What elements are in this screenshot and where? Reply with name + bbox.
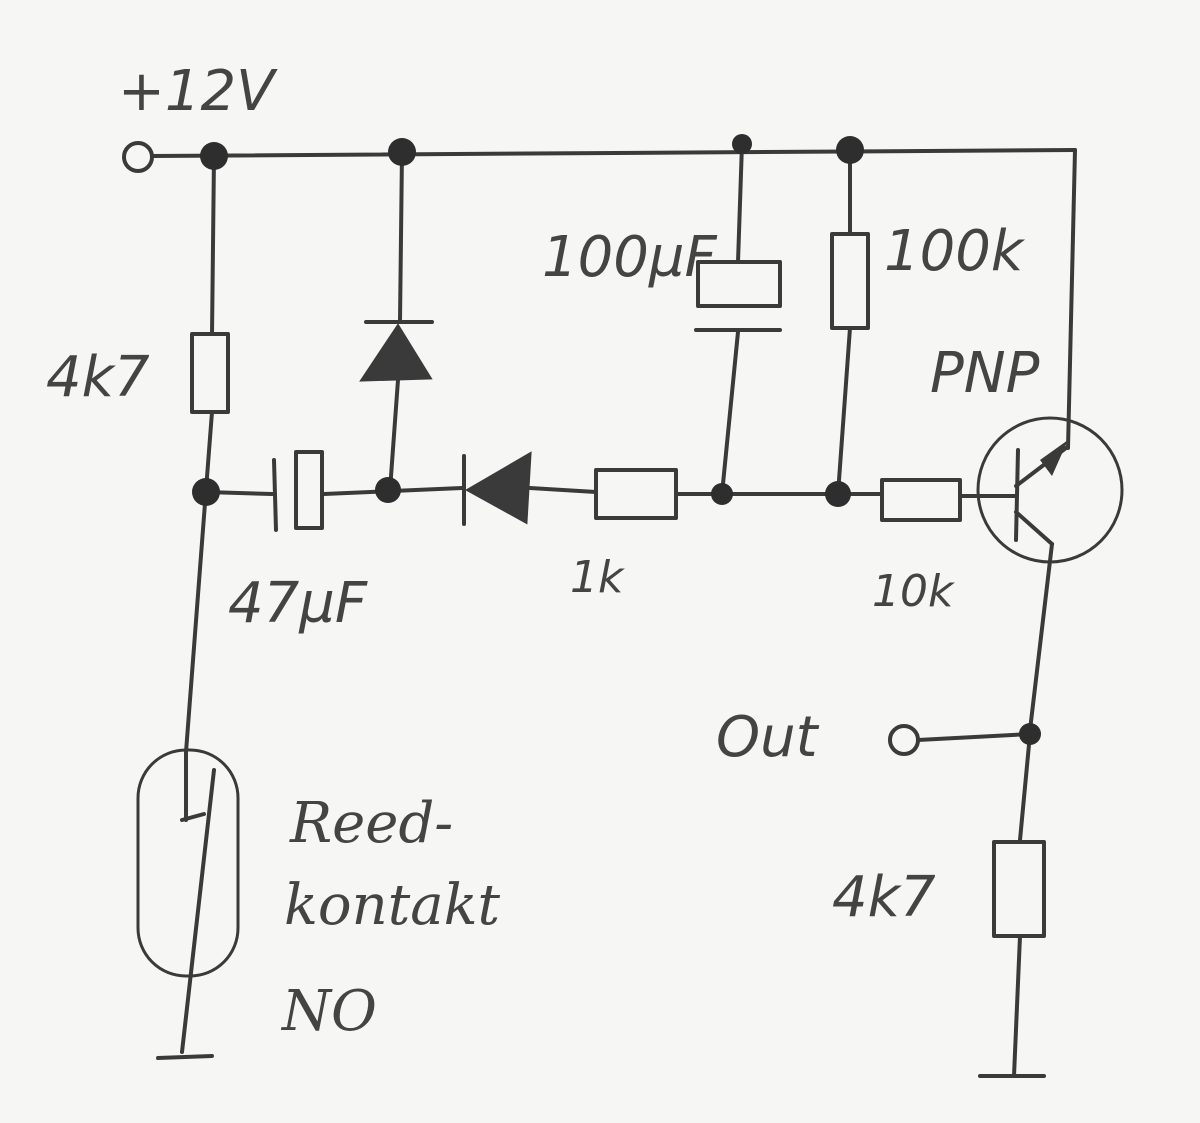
label-r-input: 4k7 [46, 345, 150, 410]
resistor-10k [880, 478, 962, 522]
junction-dot [825, 481, 851, 507]
label-reed-line2: kontakt [284, 873, 501, 938]
junction-dot [711, 483, 733, 505]
label-reed-line3: NO [280, 979, 377, 1044]
label-c-timing: 100µF [542, 225, 718, 290]
supply-terminal[interactable] [122, 141, 154, 173]
junction-dot [1019, 723, 1041, 745]
junction-dot [375, 477, 401, 503]
junction-dot [192, 478, 220, 506]
resistor-4k7-input [190, 332, 230, 414]
junction-dot [732, 134, 752, 154]
resistor-100k-branch [830, 148, 870, 496]
diode-vertical [359, 150, 434, 492]
capacitor-100uf [694, 142, 782, 496]
left-branch-wire [184, 154, 216, 754]
label-r-base: 10k [872, 566, 955, 617]
resistor-1k [594, 468, 678, 520]
junction-dot [836, 136, 864, 164]
label-r-series: 1k [570, 552, 625, 603]
reed-contact [136, 748, 240, 1060]
label-reed-line1: Reed- [289, 791, 453, 856]
junction-dot [388, 138, 416, 166]
capacitor-47uf [272, 450, 324, 532]
label-supply: +12V [118, 59, 278, 124]
junction-dot [200, 142, 228, 170]
label-r-bias: 100k [884, 219, 1026, 284]
label-r-load: 4k7 [832, 865, 936, 930]
supply-rail [150, 148, 1077, 450]
output-terminal[interactable] [888, 724, 920, 756]
output-wire [916, 732, 1046, 1078]
label-transistor-type: PNP [930, 341, 1040, 406]
resistor-4k7-load [992, 840, 1046, 938]
label-c-coupling: 47µF [228, 571, 368, 636]
diode-horizontal [462, 451, 532, 526]
pnp-transistor [976, 416, 1124, 732]
label-output: Out [716, 705, 820, 770]
